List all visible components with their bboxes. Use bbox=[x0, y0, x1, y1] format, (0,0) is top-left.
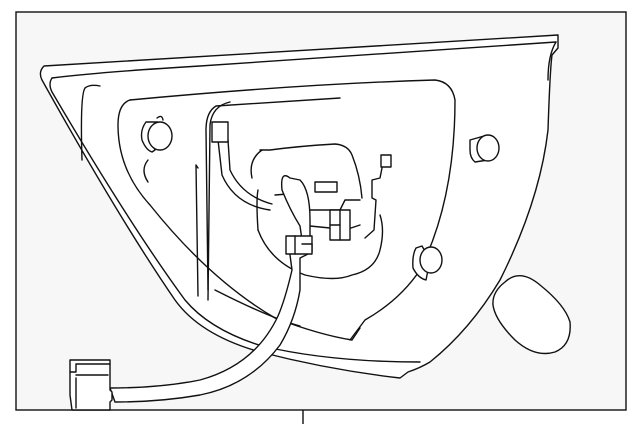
mounting-stud bbox=[412, 245, 443, 281]
harness-grommet bbox=[285, 235, 313, 255]
mounting-stud bbox=[469, 134, 500, 163]
bulb-connector bbox=[380, 154, 392, 168]
wire-clip bbox=[211, 121, 229, 143]
mounting-stud bbox=[140, 115, 173, 183]
plug-cap bbox=[492, 275, 571, 355]
wiring-harness bbox=[109, 121, 313, 403]
socket-latch bbox=[314, 181, 338, 193]
harness-connector bbox=[69, 359, 113, 411]
